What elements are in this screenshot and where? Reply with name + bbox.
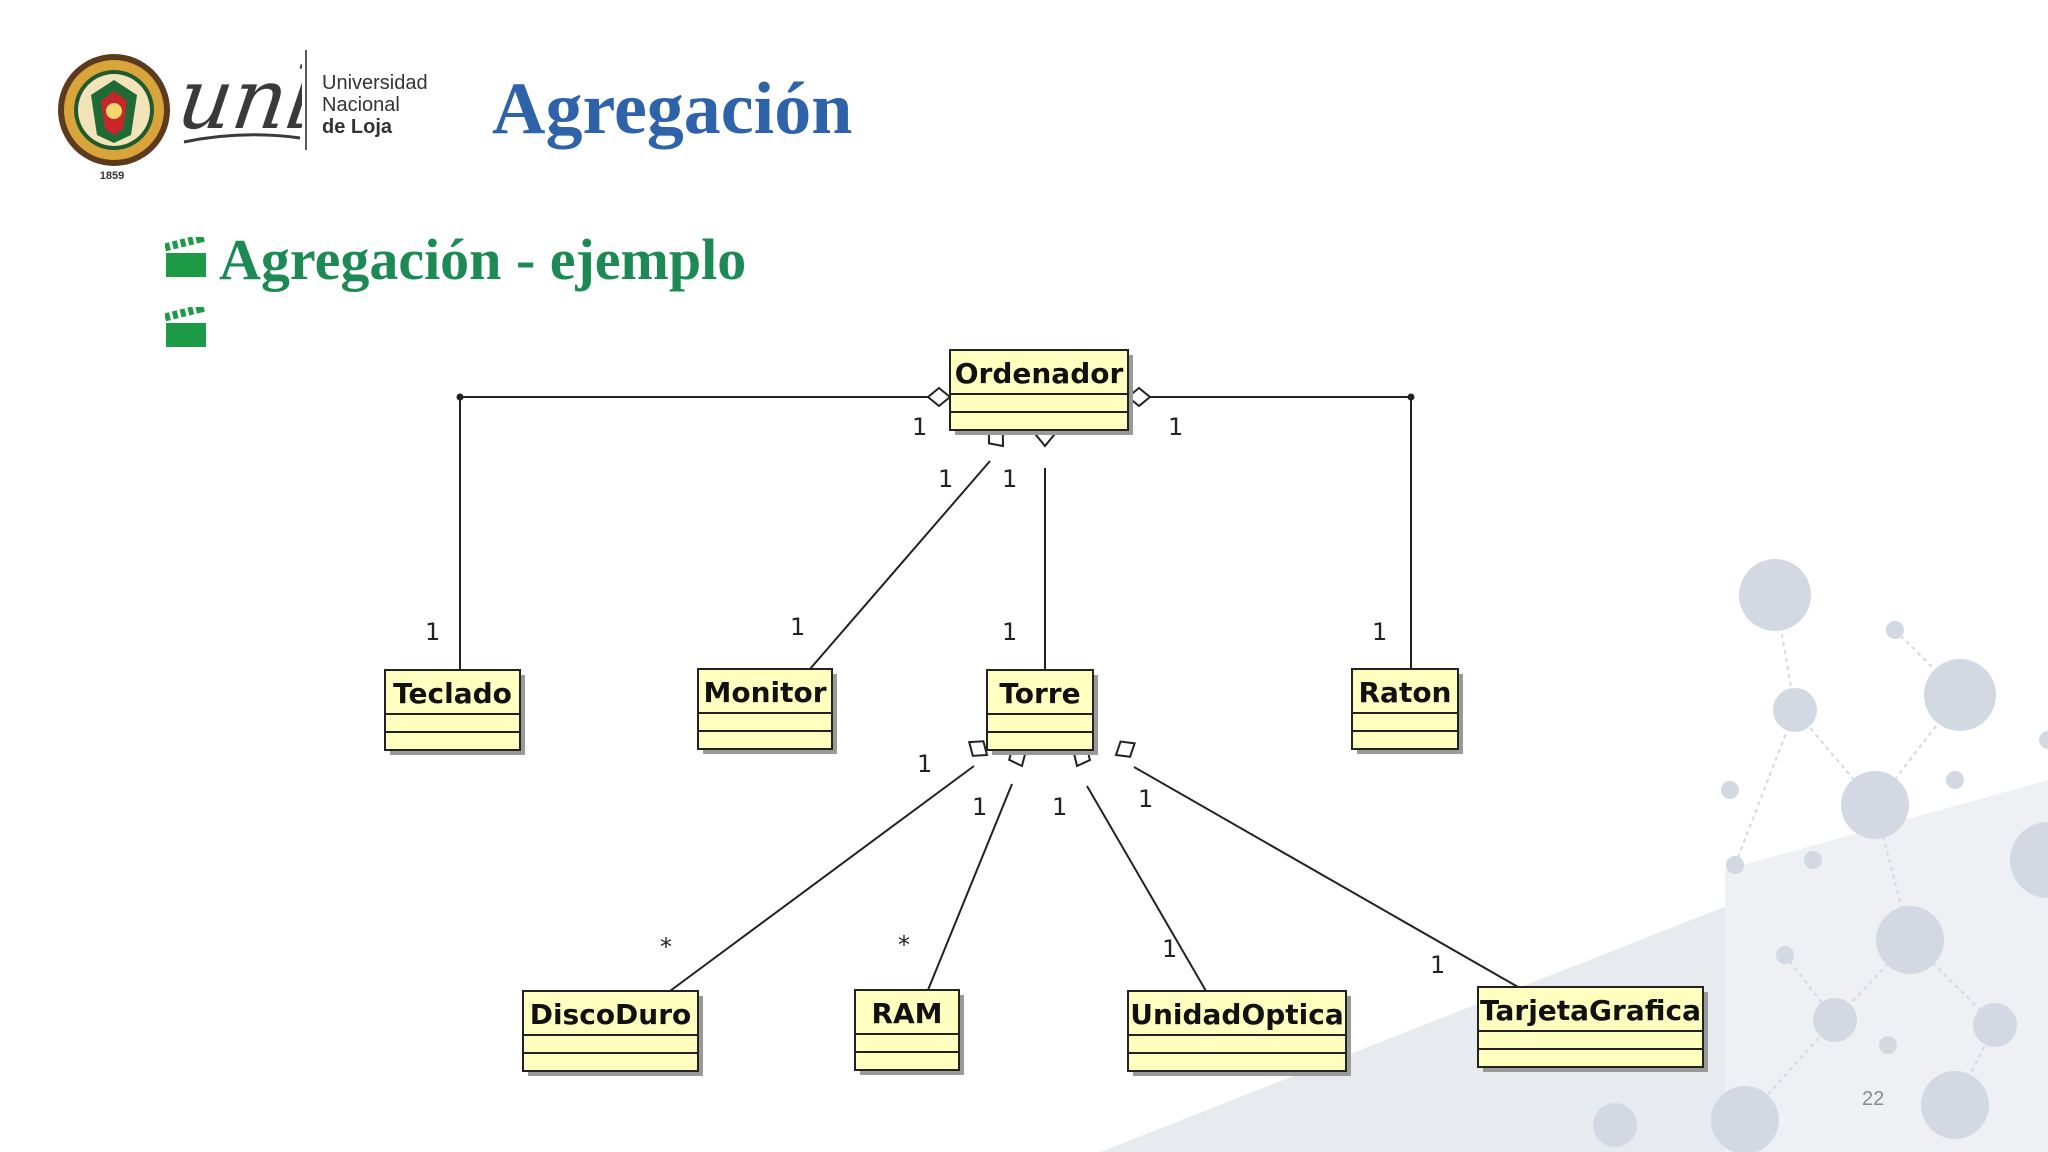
clapperboard-bullet-icon — [165, 237, 206, 277]
line-junction-dot — [1407, 393, 1415, 401]
logo-divider — [305, 50, 307, 150]
slide-header: 1859 unl Universidad Nacional de Loja Ag… — [0, 0, 2048, 200]
part-multiplicity: * — [898, 931, 910, 959]
class-name: Torre — [999, 677, 1080, 710]
class-name: DiscoDuro — [530, 998, 692, 1031]
aggregation-line — [1133, 766, 1519, 988]
part-multiplicity: 1 — [425, 618, 440, 646]
whole-multiplicity: 1 — [972, 793, 987, 821]
university-name: Universidad Nacional de Loja — [322, 72, 428, 138]
whole-multiplicity: 1 — [1168, 413, 1183, 441]
class-name: Ordenador — [955, 357, 1124, 390]
aggregation-line — [669, 765, 975, 992]
class-name: Teclado — [393, 677, 512, 710]
class-box — [986, 669, 1094, 751]
uml-class-monitor: Monitor — [697, 668, 837, 754]
whole-multiplicity: 1 — [1002, 465, 1017, 493]
university-seal-icon — [58, 54, 170, 166]
bullet-text: Agregación - ejemplo — [219, 227, 747, 292]
aggregation-line — [459, 396, 928, 670]
university-name-line2: Nacional — [322, 94, 400, 116]
class-name: RAM — [871, 997, 942, 1030]
class-name: Raton — [1358, 676, 1451, 709]
aggregation-line — [927, 783, 1013, 991]
uml-class-ram: RAM — [854, 989, 964, 1075]
svg-text:unl: unl — [182, 50, 302, 148]
page-number: 22 — [1862, 1088, 1885, 1110]
uml-class-tarjetagrafica: TarjetaGrafica — [1477, 986, 1708, 1072]
aggregation-diamond-icon — [967, 740, 989, 757]
class-box — [854, 989, 960, 1071]
university-name-line3: de Loja — [322, 116, 393, 138]
aggregation-diamond-icon — [926, 386, 952, 408]
class-box — [384, 669, 521, 751]
class-name: TarjetaGrafica — [1480, 994, 1701, 1027]
seal-year: 1859 — [99, 170, 125, 182]
class-name: Monitor — [703, 676, 826, 709]
class-box — [1127, 990, 1347, 1072]
class-box — [1351, 668, 1459, 750]
aggregation-line — [809, 460, 991, 670]
whole-multiplicity: 1 — [1052, 793, 1067, 821]
uml-class-ordenador: Ordenador — [949, 349, 1133, 435]
whole-multiplicity: 1 — [1138, 785, 1153, 813]
part-multiplicity: 1 — [790, 613, 805, 641]
clapperboard-bullet-icon — [165, 307, 206, 347]
line-junction-dot — [456, 393, 464, 401]
part-multiplicity: 1 — [1430, 951, 1445, 979]
whole-multiplicity: 1 — [938, 465, 953, 493]
uml-class-discoduro: DiscoDuro — [522, 990, 703, 1076]
class-name: UnidadOptica — [1130, 998, 1344, 1031]
slide-title: Agregación — [492, 68, 853, 150]
uml-class-unidadoptica: UnidadOptica — [1127, 990, 1351, 1076]
part-multiplicity: 1 — [1162, 935, 1177, 963]
whole-multiplicity: 1 — [912, 413, 927, 441]
uml-class-teclado: Teclado — [384, 669, 525, 755]
class-box — [1477, 986, 1704, 1068]
class-box — [949, 349, 1129, 431]
unl-logo-icon: unl — [182, 50, 302, 148]
part-multiplicity: 1 — [1372, 618, 1387, 646]
class-box — [697, 668, 833, 750]
part-multiplicity: 1 — [1002, 618, 1017, 646]
aggregation-line — [1086, 785, 1207, 992]
whole-multiplicity: 1 — [917, 750, 932, 778]
uml-class-raton: Raton — [1351, 668, 1463, 754]
aggregation-diamond-icon — [1114, 740, 1136, 758]
university-name-line1: Universidad — [322, 72, 428, 94]
uml-class-torre: Torre — [986, 669, 1098, 755]
class-box — [522, 990, 699, 1072]
part-multiplicity: * — [660, 933, 672, 961]
